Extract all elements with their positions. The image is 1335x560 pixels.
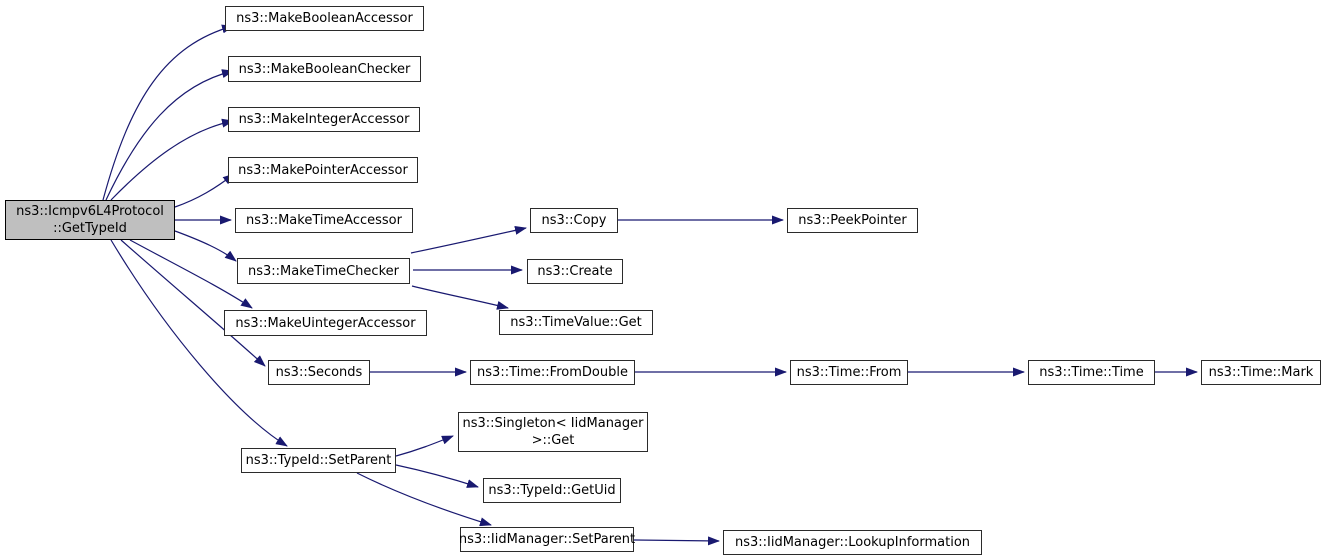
graph-node-typeid-getuid[interactable]: ns3::TypeId::GetUid bbox=[483, 478, 621, 503]
graph-node-time-time[interactable]: ns3::Time::Time bbox=[1028, 360, 1155, 385]
graph-node-create[interactable]: ns3::Create bbox=[527, 259, 623, 284]
edge-gettypeid-to-makepointeraccessor bbox=[174, 173, 235, 208]
graph-node-seconds[interactable]: ns3::Seconds bbox=[268, 360, 370, 385]
graph-node-singleton-iidmanager-get[interactable]: ns3::Singleton< IidManager >::Get bbox=[458, 412, 648, 452]
graph-node-copy[interactable]: ns3::Copy bbox=[530, 208, 618, 233]
graph-node-makepointeraccessor[interactable]: ns3::MakePointerAccessor bbox=[228, 157, 418, 183]
edge-typeid-setparent-to-singleton-get bbox=[395, 435, 454, 457]
graph-node-icmpv6l4protocol-gettypeid: ns3::Icmpv6L4Protocol ::GetTypeId bbox=[5, 200, 175, 240]
edge-maketimechecker-to-timevalue-get bbox=[411, 285, 509, 310]
edge-gettypeid-to-makeintegeraccessor bbox=[110, 118, 234, 201]
graph-node-peekpointer[interactable]: ns3::PeekPointer bbox=[787, 208, 918, 233]
edge-iidmanager-setparent-to-lookupinformation bbox=[633, 536, 720, 546]
graph-node-makeuintegeraccessor[interactable]: ns3::MakeUintegerAccessor bbox=[224, 310, 427, 336]
graph-node-time-from[interactable]: ns3::Time::From bbox=[790, 360, 908, 385]
edge-maketimechecker-to-copy bbox=[410, 225, 527, 254]
graph-node-maketimeaccessor[interactable]: ns3::MakeTimeAccessor bbox=[235, 208, 413, 233]
graph-node-typeid-setparent[interactable]: ns3::TypeId::SetParent bbox=[241, 448, 396, 473]
edge-gettypeid-to-makeuintegeraccessor bbox=[129, 239, 253, 309]
graph-node-makebooleanchecker[interactable]: ns3::MakeBooleanChecker bbox=[228, 56, 421, 82]
graph-node-makebooleanaccessor[interactable]: ns3::MakeBooleanAccessor bbox=[225, 6, 424, 31]
graph-node-maketimechecker[interactable]: ns3::MakeTimeChecker bbox=[237, 258, 410, 284]
edge-gettypeid-to-typeid-setparent bbox=[110, 239, 288, 447]
graph-node-iidmanager-setparent[interactable]: ns3::IidManager::SetParent bbox=[459, 527, 635, 552]
edge-gettypeid-to-seconds bbox=[120, 239, 266, 367]
edge-typeid-setparent-to-typeid-getuid bbox=[395, 464, 479, 488]
graph-node-makeintegeraccessor[interactable]: ns3::MakeIntegerAccessor bbox=[228, 107, 420, 132]
graph-node-iidmanager-lookupinformation[interactable]: ns3::IidManager::LookupInformation bbox=[723, 530, 982, 555]
edge-gettypeid-to-maketimechecker bbox=[174, 230, 237, 262]
graph-node-time-mark[interactable]: ns3::Time::Mark bbox=[1201, 360, 1321, 385]
graph-node-time-fromdouble[interactable]: ns3::Time::FromDouble bbox=[470, 360, 635, 385]
edge-gettypeid-to-makebooleanaccessor bbox=[102, 24, 234, 201]
edge-gettypeid-to-makebooleanchecker bbox=[105, 69, 234, 201]
edge-typeid-setparent-to-iidmanager-setparent bbox=[356, 472, 492, 527]
graph-node-timevalue-get[interactable]: ns3::TimeValue::Get bbox=[499, 310, 653, 335]
